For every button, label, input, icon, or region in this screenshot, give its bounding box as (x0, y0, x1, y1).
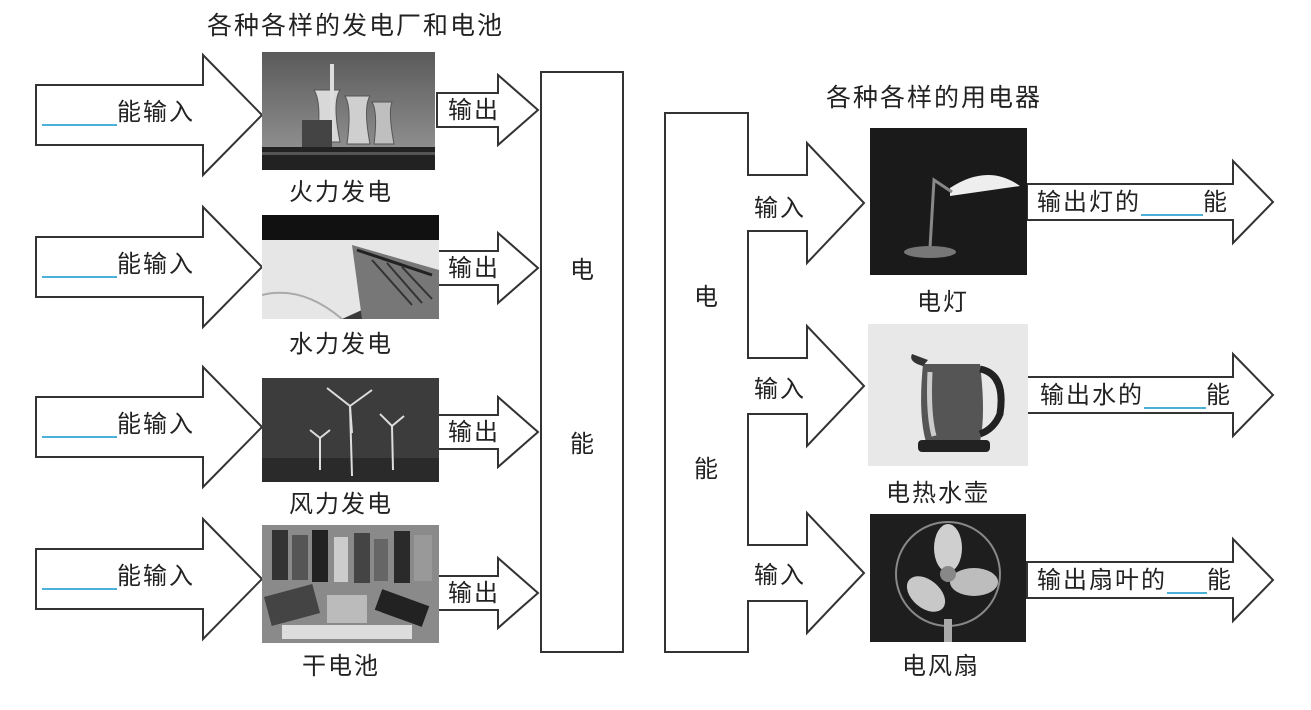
source-input-label-3: 能输入 (42, 410, 195, 438)
appliance-name-2: 电热水壶 (886, 479, 990, 507)
appliance-output-arrow-1 (1026, 158, 1275, 246)
appliance-input-label-1: 输入 (754, 194, 806, 222)
appliance-name-3: 电风扇 (902, 652, 980, 680)
appliance-output-arrow-3 (1026, 536, 1275, 624)
source-output-label-4: 输出 (448, 579, 500, 607)
hydro-power-photo (262, 215, 439, 319)
answer-blank[interactable] (1167, 570, 1207, 594)
output-arrow-1 (436, 72, 540, 148)
bracket-char-1: 电 (694, 283, 720, 311)
source-output-label-3: 输出 (448, 418, 500, 446)
output-arrow-3 (436, 394, 540, 470)
source-output-label-1: 输出 (448, 96, 500, 124)
center-energy-box (540, 71, 624, 653)
answer-blank[interactable] (42, 414, 117, 438)
appliance-output-label-2: 输出水的能 (1040, 381, 1232, 409)
source-input-label-2: 能输入 (42, 250, 195, 278)
input-arrow-2 (35, 204, 264, 330)
thermal-power-photo (262, 52, 435, 170)
answer-blank[interactable] (1144, 385, 1206, 409)
kettle-photo (868, 324, 1028, 466)
appliance-input-label-3: 输入 (754, 561, 806, 589)
input-arrow-1 (35, 52, 264, 178)
answer-blank[interactable] (42, 254, 117, 278)
source-name-4: 干电池 (302, 652, 380, 680)
source-input-label-4: 能输入 (42, 562, 195, 590)
source-input-label-1: 能输入 (42, 98, 195, 126)
appliance-name-1: 电灯 (917, 288, 969, 316)
answer-blank[interactable] (42, 566, 117, 590)
lamp-photo (870, 128, 1027, 275)
source-name-2: 水力发电 (289, 330, 393, 358)
appliance-output-arrow-2 (1026, 351, 1275, 439)
batteries-photo (262, 525, 439, 643)
bracket-char-2: 能 (694, 455, 720, 483)
output-arrow-2 (436, 230, 540, 306)
fan-photo (870, 514, 1026, 642)
center-box-char-1: 电 (570, 256, 596, 284)
right-title: 各种各样的用电器 (826, 83, 1043, 112)
input-arrow-3 (35, 364, 264, 490)
input-arrow-4 (35, 516, 264, 642)
output-arrow-4 (436, 555, 540, 631)
answer-blank[interactable] (1141, 192, 1203, 216)
appliance-output-label-1: 输出灯的能 (1037, 188, 1229, 216)
source-output-label-2: 输出 (448, 254, 500, 282)
center-box-char-2: 能 (570, 430, 596, 458)
wind-power-photo (262, 378, 439, 482)
answer-blank[interactable] (42, 102, 117, 126)
source-name-3: 风力发电 (289, 490, 393, 518)
appliance-output-label-3: 输出扇叶的能 (1037, 566, 1233, 594)
left-title: 各种各样的发电厂和电池 (207, 11, 505, 40)
source-name-1: 火力发电 (289, 178, 393, 206)
appliance-input-label-2: 输入 (754, 375, 806, 403)
bracket-shape (664, 112, 866, 653)
